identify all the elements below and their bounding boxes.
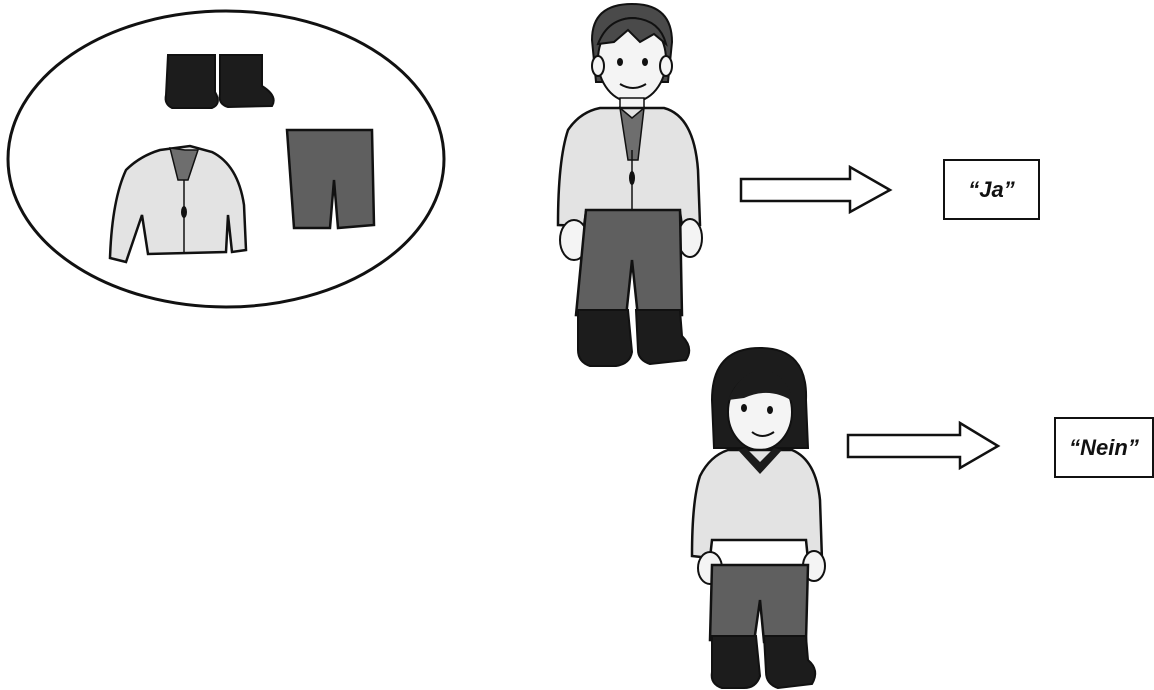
arrow-icon-ja	[741, 167, 890, 212]
answer-label-ja: “Ja”	[943, 159, 1040, 220]
girl-figure	[692, 348, 825, 688]
boots-icon	[166, 55, 274, 108]
clothing-bubble	[8, 11, 444, 307]
boy-figure	[558, 4, 702, 366]
trousers-icon	[287, 130, 374, 228]
answer-label-nein: “Nein”	[1054, 417, 1154, 478]
arrow-icon-nein	[848, 423, 998, 468]
